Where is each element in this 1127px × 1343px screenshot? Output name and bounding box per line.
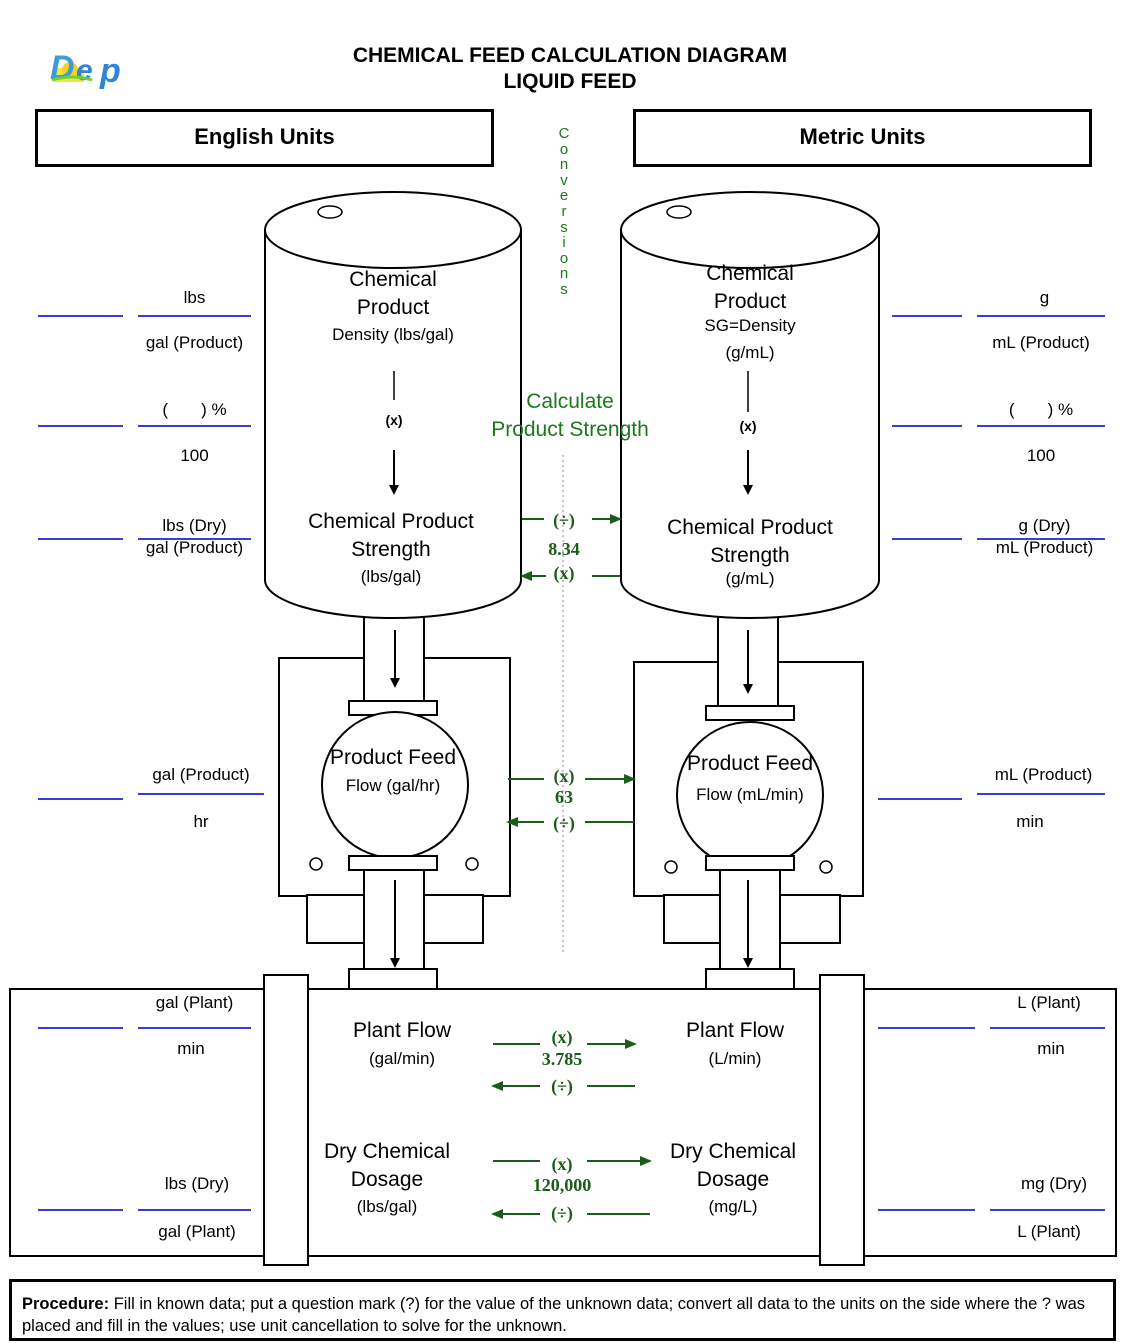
metric-multiply: (x) <box>739 418 757 434</box>
metric-dosage-title: Dry Chemical <box>669 1140 797 1163</box>
english-fraction-numerator: lbs (Dry) <box>164 1174 230 1193</box>
english-fraction-numerator: lbs <box>183 288 206 307</box>
conv3-divide: (÷) <box>551 1076 573 1096</box>
metric-tank-product: Product <box>713 290 787 313</box>
metric-tank-density-unit: (g/mL) <box>725 343 775 362</box>
english-fraction-numerator: gal (Product) <box>152 765 250 784</box>
english-dosage-title: Dry Chemical <box>323 1140 451 1163</box>
metric-pump-flow: Flow (mL/min) <box>696 785 804 804</box>
metric-fraction-denominator: min <box>1037 1039 1065 1058</box>
conv1-factor: 8.34 <box>548 539 580 559</box>
svg-text:p: p <box>99 52 121 90</box>
metric-fraction-denominator: L (Plant) <box>1017 1222 1081 1241</box>
metric-units-heading: Metric Units <box>633 109 1092 167</box>
conversions-letter: s <box>560 218 568 236</box>
conv1-divide: (÷) <box>553 510 575 530</box>
conversions-letter: o <box>559 140 569 158</box>
metric-dosage-unit: (mg/L) <box>708 1197 758 1216</box>
dep-logo: D e p <box>50 46 142 90</box>
english-fraction-numerator: ( ) % <box>162 400 227 419</box>
metric-fraction-numerator: L (Plant) <box>1017 993 1081 1012</box>
english-fraction-denominator: hr <box>193 812 209 831</box>
diagram-subtitle: LIQUID FEED <box>503 70 637 93</box>
conv3-multiply: (x) <box>551 1027 573 1047</box>
metric-fraction-denominator: mL (Product) <box>995 538 1094 557</box>
metric-plant-flow: Plant Flow <box>685 1019 785 1042</box>
metric-pump-title: Product Feed <box>686 752 814 775</box>
conversions-letter: o <box>559 249 569 267</box>
conv4-multiply: (x) <box>551 1154 573 1174</box>
metric-fraction-denominator: 100 <box>1026 446 1056 465</box>
english-fraction-numerator: gal (Plant) <box>155 993 234 1012</box>
conversions-letter: e <box>559 187 569 205</box>
calculate-label: Calculate <box>526 390 614 413</box>
metric-fraction-numerator: mg (Dry) <box>1020 1174 1088 1193</box>
conversions-letter: s <box>560 280 568 298</box>
metric-strength-unit: (g/mL) <box>725 569 775 588</box>
procedure-text: Fill in known data; put a question mark … <box>22 1295 1086 1335</box>
conv2-divide: (÷) <box>553 813 575 833</box>
metric-strength-label: Strength <box>710 544 790 567</box>
metric-fraction-numerator: mL (Product) <box>994 765 1093 784</box>
conv2-factor: 63 <box>555 787 573 807</box>
metric-fraction-numerator: ( ) % <box>1008 400 1074 419</box>
metric-strength-title: Chemical Product <box>667 516 833 539</box>
english-multiply: (x) <box>385 412 403 428</box>
english-tank-chemical: Chemical <box>349 268 437 291</box>
procedure-box: Procedure: Fill in known data; put a que… <box>9 1279 1116 1341</box>
procedure-label: Procedure: <box>22 1295 110 1313</box>
conv4-divide: (÷) <box>551 1203 573 1223</box>
metric-fraction-denominator: min <box>1016 812 1044 831</box>
conversions-letter: n <box>559 265 569 283</box>
english-pump-title: Product Feed <box>329 746 457 769</box>
metric-fraction-numerator: g <box>1039 288 1050 307</box>
conv2-multiply: (x) <box>553 766 575 786</box>
english-fraction-denominator: min <box>177 1039 205 1058</box>
metric-tank-chemical: Chemical <box>706 262 794 285</box>
conversions-vertical-label: C o n v e r s i o n s <box>554 126 574 298</box>
conv1-multiply: (x) <box>553 563 575 583</box>
english-fraction-denominator: gal (Product) <box>145 333 244 352</box>
conversions-letter: r <box>561 202 567 220</box>
conversions-letter: v <box>560 171 568 189</box>
product-strength-label: Product Strength <box>491 418 649 441</box>
english-fraction-denominator: gal (Plant) <box>158 1222 236 1241</box>
english-dosage-unit: (lbs/gal) <box>356 1197 418 1216</box>
english-fraction-numerator: lbs (Dry) <box>162 516 227 535</box>
english-tank-product: Product <box>356 296 430 319</box>
english-plant-flow: Plant Flow <box>352 1019 452 1042</box>
conversions-letter: n <box>559 156 569 174</box>
english-tank-density: Density (lbs/gal) <box>332 325 454 344</box>
english-strength-label: Strength <box>351 538 431 561</box>
english-units-heading: English Units <box>35 109 494 167</box>
english-pump-flow: Flow (gal/hr) <box>345 776 441 795</box>
english-strength-title: Chemical Product <box>308 510 474 533</box>
metric-dosage-label: Dosage <box>696 1168 770 1191</box>
diagram-title: CHEMICAL FEED CALCULATION DIAGRAM <box>352 44 788 67</box>
metric-tank-density: SG=Density <box>704 316 796 335</box>
english-strength-unit: (lbs/gal) <box>360 567 422 586</box>
metric-fraction-numerator: g (Dry) <box>1018 516 1071 535</box>
conversions-letter: i <box>562 234 566 252</box>
english-plant-flow-unit: (gal/min) <box>368 1049 436 1068</box>
english-fraction-denominator: gal (Product) <box>145 538 244 557</box>
conv4-factor: 120,000 <box>532 1175 592 1195</box>
english-fraction-denominator: 100 <box>180 446 209 465</box>
english-dosage-label: Dosage <box>350 1168 424 1191</box>
conversions-letter: C <box>558 125 570 142</box>
metric-plant-flow-unit: (L/min) <box>708 1049 762 1068</box>
metric-fraction-denominator: mL (Product) <box>992 333 1090 352</box>
conv3-factor: 3.785 <box>541 1049 583 1069</box>
